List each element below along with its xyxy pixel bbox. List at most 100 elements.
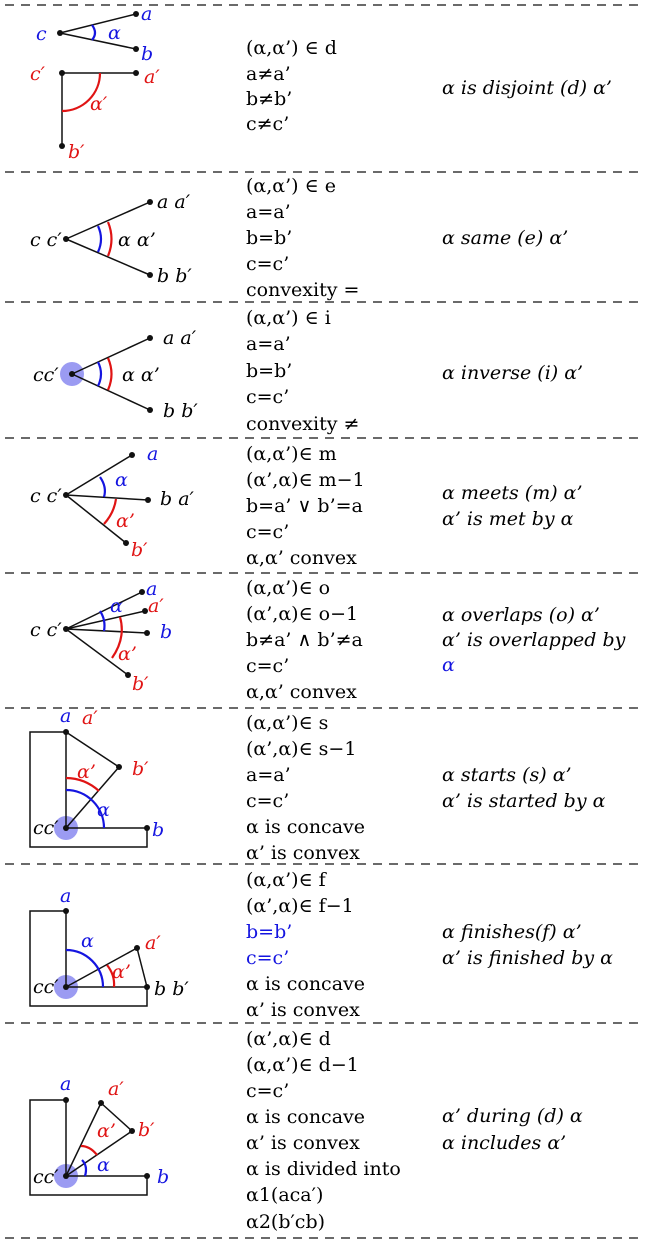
relation-line: (α,α’)∈ m	[246, 443, 337, 465]
relations-disjoint: (α,α’) ∈ d a≠a’ b≠b’ c≠c’	[246, 37, 337, 135]
label-a: a	[146, 578, 157, 600]
description-line: α meets (m) α’	[442, 482, 583, 504]
relation-line: b≠b’	[246, 88, 292, 110]
relations-inverse: (α,α’) ∈ i a=a’ b=b’ c=c’ convexity ≠	[246, 307, 359, 435]
relation-line: (α,α’) ∈ d	[246, 37, 337, 59]
label-c-cprime: cc′	[33, 364, 59, 386]
relation-line: α,α’ convex	[246, 547, 357, 569]
relation-line: (α,α’) ∈ i	[246, 307, 331, 329]
relation-line: (α’,α)∈ f−1	[246, 895, 354, 917]
relation-line: b≠a’ ∧ b’≠a	[246, 629, 363, 651]
relation-line: a=a’	[246, 333, 291, 355]
label-alpha: α	[97, 799, 110, 821]
row-separators	[5, 4, 643, 1239]
relation-line: (α’,α)∈ d	[246, 1028, 331, 1050]
description-line: α’ is overlapped by	[442, 629, 626, 651]
relation-line: (α,α’)∈ o	[246, 577, 330, 599]
label-b-prime: b′	[132, 758, 149, 780]
label-c-cprime: c c′	[30, 619, 62, 641]
label-b: b	[160, 621, 172, 643]
description-during: α’ during (d) α α includes α’	[442, 1105, 583, 1154]
relation-line: c=c’	[246, 790, 289, 812]
relation-line: convexity ≠	[246, 413, 359, 435]
relations-finishes: (α,α’)∈ f (α’,α)∈ f−1 b=b’ c=c’ α is con…	[246, 869, 365, 1021]
label-b-bprime: b b′	[154, 978, 189, 1000]
relation-line: c=c’	[246, 521, 289, 543]
label-a-prime: a′	[148, 595, 164, 617]
figure-during: a a′ b′ b cc′ α α’	[29, 1073, 169, 1196]
relation-line: α2(b′cb)	[246, 1211, 325, 1233]
relation-line: b=b’	[246, 921, 292, 943]
relations-same: (α,α’) ∈ e a=a’ b=b’ c=c’ convexity =	[246, 175, 359, 301]
label-a-aprime: a a′	[163, 327, 197, 349]
label-a-prime: a′	[108, 1078, 124, 1100]
label-alpha-prime: α’	[112, 961, 131, 983]
label-b-prime: b′	[132, 673, 149, 695]
relation-line: (α’,α)∈ m−1	[246, 469, 365, 491]
figure-disjoint: a b c α a′ b′ c′ α′	[30, 3, 160, 163]
label-alpha: α	[81, 930, 94, 952]
label-alpha: α	[115, 469, 128, 491]
label-alpha-prime: α’	[116, 510, 135, 532]
label-alpha-pair: α α’	[122, 364, 160, 386]
label-alpha-prime: α’	[118, 643, 137, 665]
relations-during: (α’,α)∈ d (α,α’)∈ d−1 c=c’ α is concave …	[246, 1028, 401, 1233]
figure-same: a a′ b b′ c c′ α α’	[30, 191, 192, 287]
relation-line: c=c’	[246, 386, 289, 408]
relation-line: b=b’	[246, 360, 292, 382]
description-starts: α starts (s) α’ α’ is started by α	[442, 764, 606, 812]
description-overlaps: α overlaps (o) α’ α’ is overlapped by α	[442, 604, 626, 676]
relation-line: c=c’	[246, 253, 289, 275]
label-c-cprime: cc′	[33, 976, 59, 998]
relation-line: b=a’ ∨ b’=a	[246, 495, 363, 517]
figure-finishes: a a′ b b′ cc′ α α’	[29, 885, 189, 1007]
label-b: b	[157, 1166, 169, 1188]
label-a-aprime: a a′	[157, 191, 191, 213]
label-alpha-prime: α’	[97, 1120, 116, 1142]
relation-line: c≠c’	[246, 113, 289, 135]
description-line: α’ is started by α	[442, 790, 606, 812]
description-line: α finishes(f) α’	[442, 921, 582, 943]
label-b-aprime: b a′	[160, 488, 195, 510]
relation-line: (α,α’)∈ s	[246, 712, 328, 734]
label-b-prime: b′	[138, 1119, 155, 1141]
figure-meets: a b a′ b′ c c′ α α’	[30, 443, 195, 561]
relation-line: c=c’	[246, 1080, 289, 1102]
label-c-cprime: c c′	[30, 485, 62, 507]
description-line: α’ is met by α	[442, 508, 574, 530]
relations-overlaps: (α,α’)∈ o (α’,α)∈ o−1 b≠a’ ∧ b’≠a c=c’ α…	[246, 577, 363, 703]
description-inverse: α inverse (i) α’	[442, 362, 583, 384]
relation-line: α is divided into	[246, 1158, 401, 1180]
relation-line: α’ is convex	[246, 999, 360, 1021]
label-b: b	[141, 43, 153, 65]
label-c: c	[36, 23, 47, 45]
description-line: α starts (s) α’	[442, 764, 572, 786]
figure-starts: a a′ b′ b cc′ α α’	[29, 705, 164, 848]
label-c-cprime: cc′	[33, 817, 59, 839]
description-line: α is disjoint (d) α’	[442, 77, 612, 99]
label-alpha: α	[97, 1154, 110, 1176]
description-line: α same (e) α’	[442, 227, 568, 249]
relation-line: (α,α’) ∈ e	[246, 175, 336, 197]
description-disjoint: α is disjoint (d) α’	[442, 77, 612, 99]
relations-starts: (α,α’)∈ s (α’,α)∈ s−1 a=a’ c=c’ α is con…	[246, 712, 365, 864]
description-finishes: α finishes(f) α’ α’ is finished by α	[442, 921, 613, 969]
description-same: α same (e) α’	[442, 227, 568, 249]
description-line: α’ during (d) α	[442, 1105, 583, 1127]
description-line: α overlaps (o) α’	[442, 604, 600, 626]
figure-inverse: a a′ b b′ cc′ α α’	[33, 327, 198, 422]
description-line: α’ is finished by α	[442, 947, 613, 969]
label-b-bprime: b b′	[157, 265, 192, 287]
relation-line: (α’,α)∈ s−1	[246, 738, 356, 760]
label-c-cprime: c c′	[30, 229, 62, 251]
relation-line: c=c’	[246, 655, 289, 677]
relation-line: α is concave	[246, 973, 365, 995]
relation-line: (α,α’)∈ f	[246, 869, 328, 891]
relation-line: c=c’	[246, 947, 289, 969]
description-line: α includes α’	[442, 1132, 566, 1154]
label-a-prime: a′	[144, 66, 160, 88]
label-a: a	[60, 705, 71, 727]
label-alpha-prime: α’	[77, 761, 96, 783]
relations-meets: (α,α’)∈ m (α’,α)∈ m−1 b=a’ ∨ b’=a c=c’ α…	[246, 443, 365, 569]
